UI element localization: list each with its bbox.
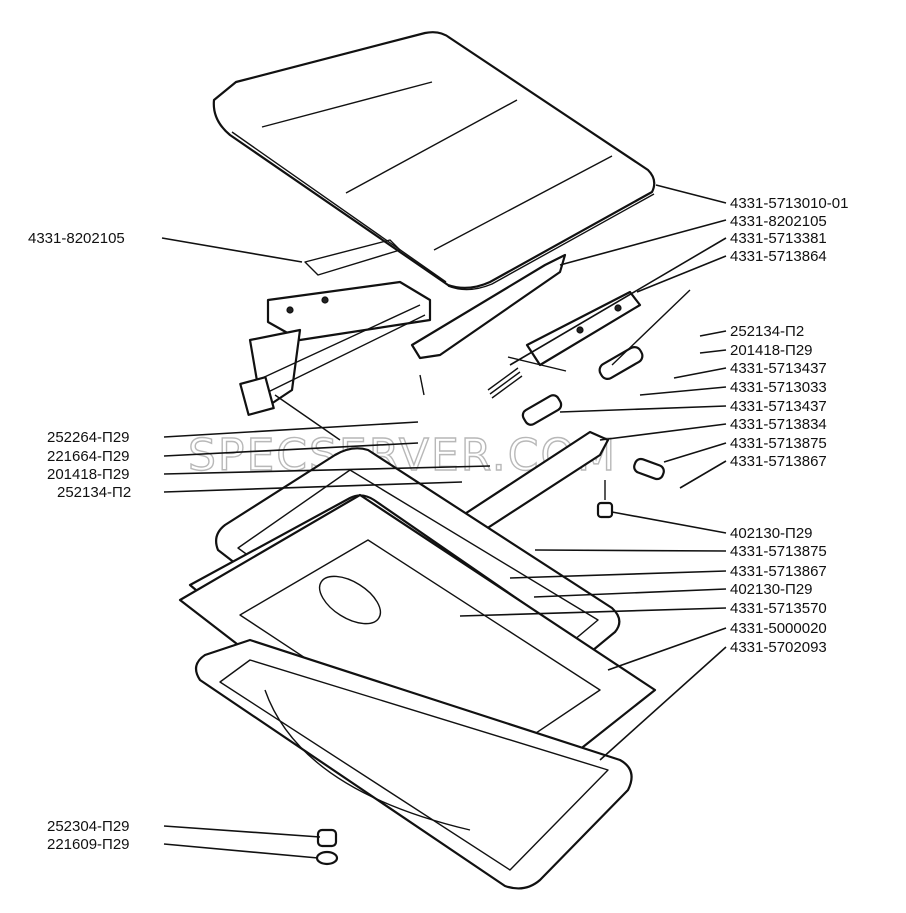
spring bbox=[487, 367, 523, 399]
label-r9: 4331-5713437 bbox=[730, 398, 827, 415]
pin-rod bbox=[598, 346, 644, 380]
label-r12: 4331-5713867 bbox=[730, 453, 827, 470]
label-r14: 4331-5713875 bbox=[730, 543, 827, 560]
label-r18: 4331-5000020 bbox=[730, 620, 827, 637]
label-r3: 4331-5713381 bbox=[730, 230, 827, 247]
left-hinge-bracket bbox=[239, 239, 432, 416]
label-r10: 4331-5713834 bbox=[730, 416, 827, 433]
label-l1: 4331-8202105 bbox=[28, 230, 125, 247]
label-r4: 4331-5713864 bbox=[730, 248, 827, 265]
label-l2: 252264-П29 bbox=[47, 429, 130, 446]
label-r13: 402130-П29 bbox=[730, 525, 813, 542]
label-r15: 4331-5713867 bbox=[730, 563, 827, 580]
cylinder-part bbox=[521, 394, 563, 426]
label-l7: 221609-П29 bbox=[47, 836, 130, 853]
label-r7: 4331-5713437 bbox=[730, 360, 827, 377]
label-l5: 252134-П2 bbox=[57, 484, 131, 501]
label-l4: 201418-П29 bbox=[47, 466, 130, 483]
lid-rod bbox=[410, 253, 567, 360]
label-r5: 252134-П2 bbox=[730, 323, 804, 340]
label-r17: 4331-5713570 bbox=[730, 600, 827, 617]
assembly-lines bbox=[274, 289, 691, 500]
label-r11: 4331-5713875 bbox=[730, 435, 827, 452]
label-r19: 4331-5702093 bbox=[730, 639, 827, 656]
nut-402130 bbox=[596, 501, 614, 519]
label-r8: 4331-5713033 bbox=[730, 379, 827, 396]
label-r2: 4331-8202105 bbox=[730, 213, 827, 230]
label-r1: 4331-5713010-01 bbox=[730, 195, 848, 212]
leader-lines bbox=[161, 184, 727, 859]
lower-gasket bbox=[194, 638, 633, 890]
label-r16: 402130-П29 bbox=[730, 581, 813, 598]
hatch-lid bbox=[212, 31, 656, 291]
washer-221609 bbox=[315, 850, 339, 866]
label-r6: 201418-П29 bbox=[730, 342, 813, 359]
label-l6: 252304-П29 bbox=[47, 818, 130, 835]
left-labels: 4331-8202105 252264-П29 221664-П29 20141… bbox=[28, 230, 131, 853]
right-hinge-plate bbox=[525, 290, 642, 367]
bolt-252304 bbox=[316, 828, 338, 848]
small-part-right bbox=[633, 457, 665, 481]
label-l3: 221664-П29 bbox=[47, 448, 130, 465]
right-labels: 4331-5713010-01 4331-8202105 4331-571338… bbox=[730, 195, 848, 656]
